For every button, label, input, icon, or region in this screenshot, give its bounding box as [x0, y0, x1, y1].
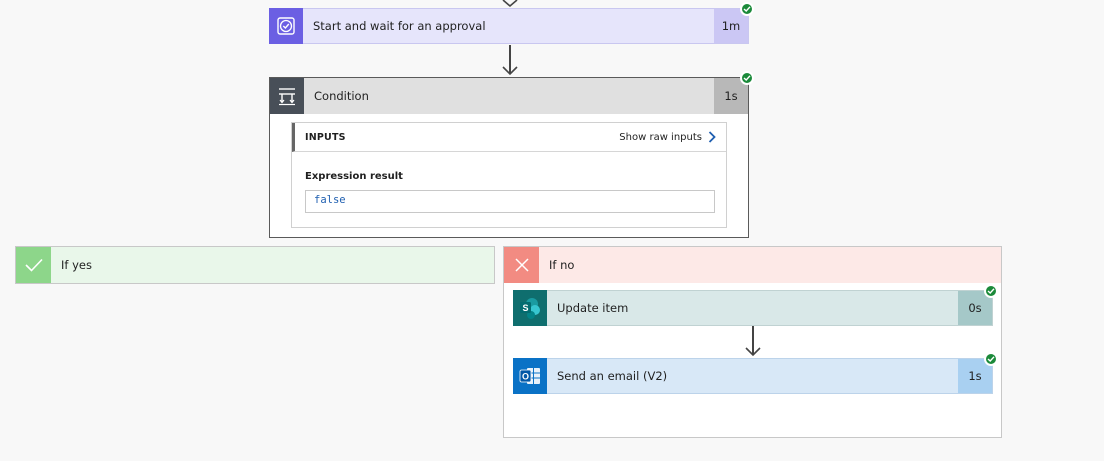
success-check-icon [984, 284, 998, 298]
chevron-right-icon [708, 131, 716, 143]
connector-arrow-top [502, 0, 518, 8]
sharepoint-icon: S [513, 289, 547, 326]
inputs-header: INPUTS Show raw inputs [292, 123, 726, 152]
outlook-icon-letter: O [522, 371, 529, 381]
check-icon [16, 247, 51, 283]
update-item-title: Update item [557, 301, 629, 315]
connector-arrow-head [745, 347, 761, 357]
expression-result-value: false [305, 190, 715, 213]
approval-action-card[interactable]: Start and wait for an approval 1m [269, 7, 749, 44]
approval-title: Start and wait for an approval [313, 19, 486, 33]
branch-no-label: If no [549, 258, 575, 272]
outlook-icon: O [513, 357, 547, 394]
close-icon [504, 247, 539, 283]
condition-card[interactable]: Condition 1s INPUTS Show raw inputs Expr… [269, 77, 749, 238]
update-item-action-card[interactable]: S Update item 0s [513, 289, 993, 326]
condition-title: Condition [314, 89, 369, 103]
condition-header[interactable]: Condition 1s [270, 78, 748, 114]
send-email-action-card[interactable]: O Send an email (V2) 1s [513, 357, 993, 394]
send-email-title: Send an email (V2) [557, 369, 668, 383]
success-check-icon [984, 352, 998, 366]
success-check-icon [740, 2, 754, 16]
inputs-panel: INPUTS Show raw inputs Expression result… [291, 122, 727, 228]
branch-yes-label: If yes [61, 258, 92, 272]
approval-duration: 1m [714, 9, 748, 43]
approval-icon [269, 7, 303, 44]
condition-duration: 1s [714, 78, 748, 114]
connector-line [752, 326, 754, 355]
show-raw-inputs-label: Show raw inputs [619, 131, 702, 143]
expression-result-label: Expression result [305, 171, 403, 182]
success-check-icon [740, 71, 754, 85]
show-raw-inputs-link[interactable]: Show raw inputs [619, 131, 716, 143]
inputs-label: INPUTS [305, 131, 346, 143]
condition-icon [270, 78, 304, 114]
branch-if-no[interactable]: If no [504, 247, 1001, 283]
sharepoint-icon-letter: S [522, 303, 528, 313]
branch-if-yes[interactable]: If yes [15, 246, 495, 284]
connector-line [509, 45, 511, 74]
connector-arrow-head [502, 66, 518, 76]
